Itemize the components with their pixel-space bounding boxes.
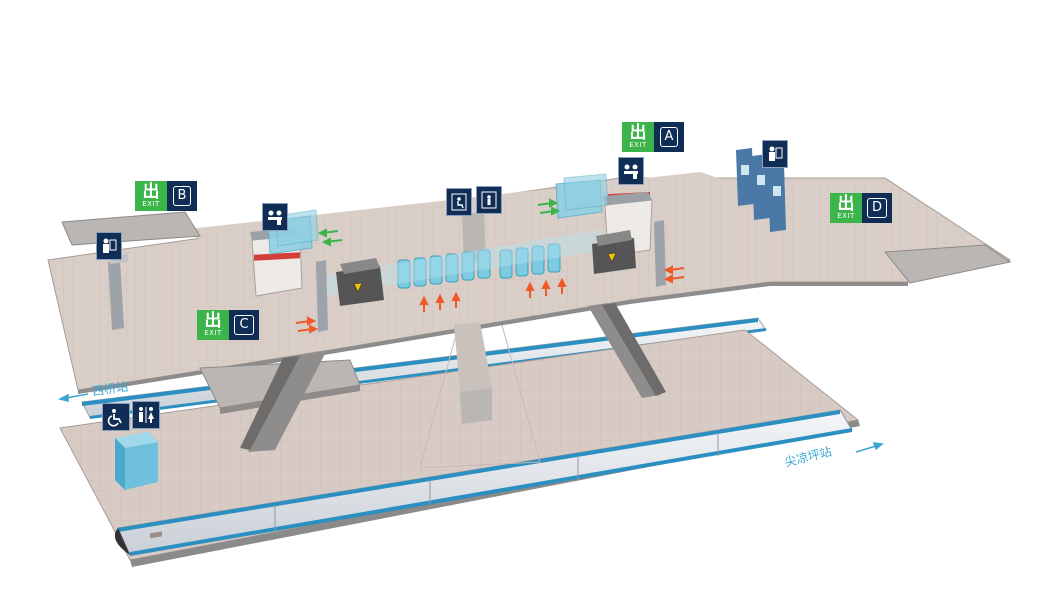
escalator-right bbox=[588, 303, 666, 398]
security-scanner-right bbox=[592, 230, 636, 274]
ticket-machines-right bbox=[555, 173, 609, 219]
exit-d-letter-panel: D bbox=[862, 193, 892, 223]
ticket-machines-left bbox=[267, 209, 319, 255]
ticket-machine-icon[interactable] bbox=[762, 140, 788, 168]
fare-gates-right bbox=[499, 243, 561, 279]
central-stair bbox=[454, 322, 492, 424]
flow-arrows-orange bbox=[295, 265, 685, 334]
exit-a-letter-panel: A bbox=[654, 122, 684, 152]
exit-c-green-panel: 出 EXIT bbox=[197, 310, 229, 340]
escalator-left bbox=[240, 352, 326, 452]
exit-sign-c[interactable]: 出 EXIT C bbox=[197, 310, 259, 340]
exit-b-en: EXIT bbox=[142, 199, 160, 208]
platform-elevator bbox=[115, 432, 158, 490]
direction-arrow-east bbox=[855, 442, 884, 453]
fare-gates-left bbox=[397, 249, 491, 289]
exit-a-green-panel: 出 EXIT bbox=[622, 122, 654, 152]
accessible-icon[interactable] bbox=[102, 403, 130, 431]
exit-d-cn: 出 bbox=[837, 193, 855, 214]
direction-arrow-west bbox=[57, 393, 89, 402]
restroom-icon[interactable] bbox=[132, 401, 160, 429]
exit-c-en: EXIT bbox=[204, 328, 222, 337]
exit-b-letter-panel: B bbox=[167, 181, 197, 211]
exit-b-cn: 出 bbox=[142, 181, 160, 202]
customer-service-icon[interactable] bbox=[262, 203, 288, 231]
near-train bbox=[114, 409, 853, 556]
exit-d-en: EXIT bbox=[837, 211, 855, 220]
customer-service-icon-2[interactable] bbox=[618, 157, 644, 185]
exit-a-en: EXIT bbox=[629, 140, 647, 149]
exit-sign-d[interactable]: 出 EXIT D bbox=[830, 193, 892, 223]
exit-c-letter-panel: C bbox=[229, 310, 259, 340]
exit-c-cn: 出 bbox=[204, 310, 222, 331]
accessible-elevator-icon[interactable] bbox=[446, 188, 472, 216]
ticket-vending-machines bbox=[736, 148, 786, 232]
flow-arrows-green bbox=[317, 198, 561, 247]
exit-a-cn: 出 bbox=[629, 122, 647, 143]
exit-d-letter: D bbox=[866, 198, 887, 218]
exit-sign-b[interactable]: 出 EXIT B bbox=[135, 181, 197, 211]
concourse-level bbox=[47, 148, 1012, 453]
exit-d-green-panel: 出 EXIT bbox=[830, 193, 862, 223]
exit-c-letter: C bbox=[234, 315, 254, 335]
exit-sign-a[interactable]: 出 EXIT A bbox=[622, 122, 684, 152]
security-scanner-left bbox=[336, 258, 384, 306]
exit-b-green-panel: 出 EXIT bbox=[135, 181, 167, 211]
exit-b-letter: B bbox=[172, 186, 192, 206]
elevator-icon[interactable] bbox=[476, 186, 502, 214]
ticket-service-icon[interactable] bbox=[96, 232, 122, 260]
exit-a-letter: A bbox=[659, 127, 679, 147]
